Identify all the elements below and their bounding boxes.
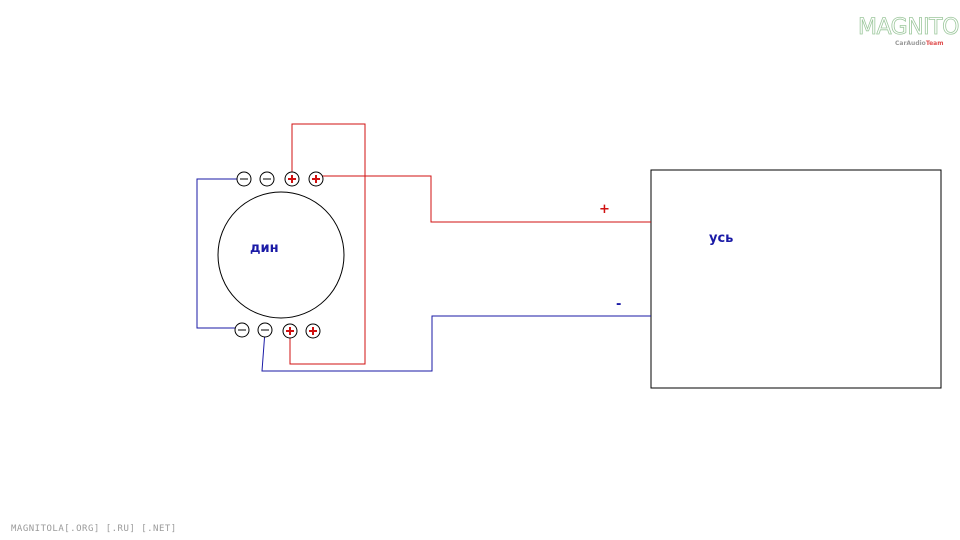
footer-watermark: MAGNITOLA[.ORG] [.RU] [.NET] xyxy=(11,524,177,534)
amplifier-box xyxy=(650,169,942,389)
negative-bridge-wire xyxy=(196,178,244,329)
speaker-label: дин xyxy=(250,241,279,256)
logo-sub-gray: CarAudio xyxy=(895,40,926,47)
logo-main-text: MAGNITOLA xyxy=(858,15,960,40)
positive-label: + xyxy=(599,202,610,217)
negative-label: - xyxy=(616,297,621,312)
negative-feed-wire xyxy=(261,315,651,372)
terminal-bottom-3 xyxy=(282,323,298,339)
terminal-top-1 xyxy=(236,171,252,187)
speaker-circle xyxy=(217,191,345,319)
terminal-bottom-2 xyxy=(257,322,273,338)
logo-sub-red: Team xyxy=(925,40,944,47)
amplifier-label: усь xyxy=(709,231,733,246)
terminal-bottom-4 xyxy=(305,323,321,339)
logo-subtitle: CarAudioTeam xyxy=(895,40,943,47)
logo: MAGNITOLA CarAudioTeam xyxy=(858,15,960,50)
terminal-top-2 xyxy=(259,171,275,187)
positive-feed-wire xyxy=(316,175,651,223)
terminal-top-4 xyxy=(308,171,324,187)
terminal-bottom-1 xyxy=(234,322,250,338)
positive-bridge-wire xyxy=(289,123,366,365)
terminal-top-3 xyxy=(284,171,300,187)
